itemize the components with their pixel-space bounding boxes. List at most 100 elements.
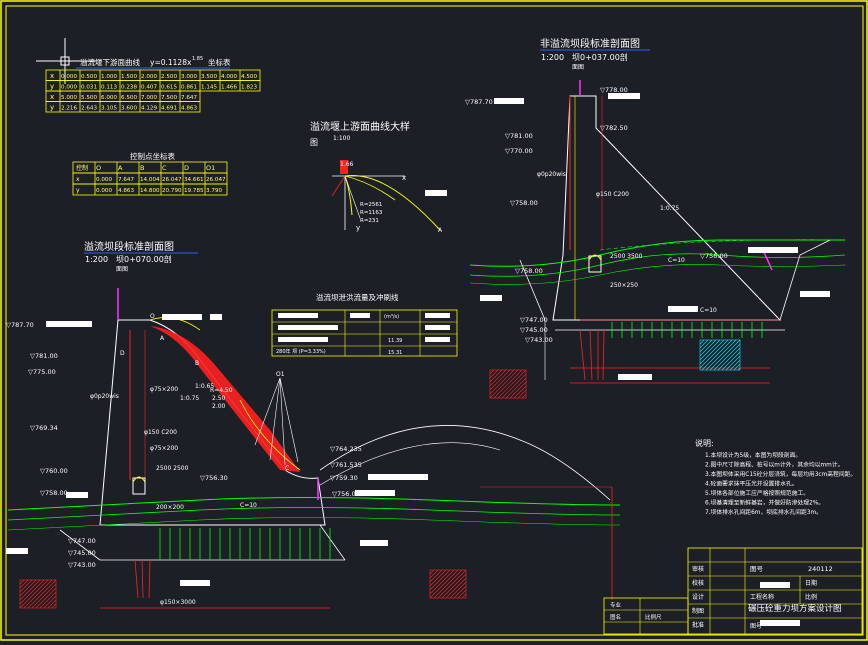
ov-elev-760: ▽760.00 <box>40 467 68 475</box>
downstream-curve-equation: y=0.1128x <box>150 58 192 67</box>
cp-row-label: y <box>76 187 80 194</box>
dc-cell: 1.000 <box>101 74 117 80</box>
cp-cell: 14.800 <box>140 188 160 194</box>
cp-cell: 3.790 <box>206 188 222 194</box>
flood-table: 溢流坝泄洪流量及冲刷线 (m³/s) 11.39 15.31 280年 坝 (P… <box>271 292 458 357</box>
tb-sheet: 图号 <box>750 623 762 630</box>
no-elev-758: ▽758.00 <box>515 267 543 275</box>
dc-cell: 0.000 <box>61 74 77 80</box>
overflow-section: 溢流坝段标准剖面图 1:200 坝0+070.00剖 面图 <box>6 240 621 609</box>
ov-elev-761: ▽761.535 <box>330 461 362 469</box>
no-elev-782: ▽782.50 <box>600 124 628 132</box>
dc-cell: 1.500 <box>121 74 137 80</box>
weir-axis-y: y <box>356 224 360 232</box>
dc-cell: 5.000 <box>61 95 77 101</box>
note-item: 6.坝基清理至新鲜基岩，并做好防渗处理2%。 <box>705 499 824 507</box>
dc-cell: 4.691 <box>161 106 177 112</box>
ov-elev-781: ▽781.00 <box>30 352 58 360</box>
cp-cell: 26.047 <box>162 177 182 183</box>
overflow-title: 溢流坝段标准剖面图 <box>84 240 174 253</box>
dc-cell: 3.600 <box>121 106 137 112</box>
weir-point-a: A <box>438 227 443 234</box>
dc-row-label: x <box>50 72 54 80</box>
dc-cell: 3.500 <box>201 74 217 80</box>
ov-elev-756a: ▽756.30 <box>200 474 228 482</box>
control-points-title: 控制点坐标表 <box>130 151 175 161</box>
dc-cell: 4.500 <box>241 74 257 80</box>
cp-cell: C <box>162 164 167 172</box>
weir-r3: R=231 <box>360 218 379 224</box>
no-elev-781: ▽781.00 <box>505 132 533 140</box>
tb-drawing-no: 240112 <box>808 565 833 573</box>
ov-elev-759: ▽759.30 <box>330 474 358 482</box>
dc-cell: 0.615 <box>161 85 177 91</box>
no-gallery-dims: 2500 3500 <box>610 253 643 260</box>
tb-check: 校核 <box>692 579 704 587</box>
overflow-station-suffix: 面图 <box>116 266 128 273</box>
cp-cell: 34.661 <box>184 177 204 183</box>
ov-drain: φ0p20wis <box>90 393 119 400</box>
ov-point-b: B <box>195 360 199 367</box>
ov-elev-787: ▽787.70 <box>6 321 34 329</box>
no-pipe: φ150 C200 <box>596 191 629 198</box>
tb-cell-c: 比例尺 <box>645 613 662 621</box>
no-elev-743: ▽743.00 <box>525 336 553 344</box>
ov-c10: C=10 <box>240 502 257 509</box>
no-elev-745: ▽745.00 <box>520 326 548 334</box>
ov-elev-745: ▽745.00 <box>68 549 96 557</box>
note-item: 1.本坝设计为5级，本图为坝段剖面。 <box>705 451 801 459</box>
cp-cell: A <box>118 164 123 172</box>
dc-cell: 3.000 <box>181 74 197 80</box>
dc-cell: 0.113 <box>101 85 117 91</box>
tb-draw: 制图 <box>692 607 704 615</box>
weir-detail-subtitle: 图 <box>310 138 318 147</box>
dc-cell: 2.000 <box>141 74 157 80</box>
dc-cell: 7.647 <box>181 95 197 101</box>
dc-row-label: y <box>50 83 54 91</box>
ov-elev-743: ▽743.00 <box>68 561 96 569</box>
cp-cell: 20.790 <box>162 188 182 194</box>
dc-cell: 0.031 <box>81 85 97 91</box>
nonoverflow-title: 非溢流坝段标准剖面图 <box>540 37 640 50</box>
inner-frame <box>5 5 864 636</box>
note-item: 7.坝体排水孔间距6m，坝底排水孔间距3m。 <box>705 508 822 516</box>
no-250: 250×250 <box>610 282 638 289</box>
tb-project: 工程名称 <box>750 593 774 601</box>
dc-cell: 0.861 <box>181 85 197 91</box>
tb-date: 日期 <box>805 579 817 587</box>
cp-cell: 26.047 <box>206 177 226 183</box>
dc-cell: 7.000 <box>141 95 157 101</box>
nonoverflow-station-suffix: 面图 <box>572 64 584 71</box>
ov-hatch-right <box>429 569 467 599</box>
note-item: 2.图中尺寸除高程、桩号以m计外，其余均以mm计。 <box>705 461 843 469</box>
no-c10b: C=10 <box>700 307 717 314</box>
tb-approve: 批准 <box>692 621 704 629</box>
dc-cell: 0.500 <box>81 74 97 80</box>
ov-point-o: O <box>150 313 155 320</box>
cp-cell: 0.000 <box>96 188 112 194</box>
no-elev-747: ▽747.00 <box>520 316 548 324</box>
ov-elev-756b: ▽756.00 <box>332 490 360 498</box>
tb-cell-a: 专业 <box>610 601 622 609</box>
dc-cell: 7.500 <box>161 95 177 101</box>
downstream-curve-suffix: 坐标表 <box>208 57 231 67</box>
weir-r2: R=1163 <box>360 210 383 216</box>
note-item: 4.砼面要求抹平压光并设置排水孔。 <box>705 480 798 488</box>
no-elev-extra: ▽758.00 <box>510 199 538 207</box>
flood-table-val2: 15.31 <box>388 350 402 356</box>
ov-pipe1: φ75×200 <box>150 386 178 393</box>
tb-drawing-no-label: 图号 <box>750 565 764 573</box>
cp-cell: 0.000 <box>96 177 112 183</box>
cp-cell: 7.647 <box>118 177 134 183</box>
weir-detail-scale: 1:100 <box>333 135 350 142</box>
ov-pipe2: φ150 C200 <box>144 429 177 436</box>
no-drain: φ0p20wis <box>537 171 566 178</box>
ov-elev-747: ▽747.00 <box>68 537 96 545</box>
flood-table-title: 溢流坝泄洪流量及冲刷线 <box>316 292 399 302</box>
cp-cell: 19.785 <box>184 188 204 194</box>
tb-cell-b: 图名 <box>610 613 621 621</box>
